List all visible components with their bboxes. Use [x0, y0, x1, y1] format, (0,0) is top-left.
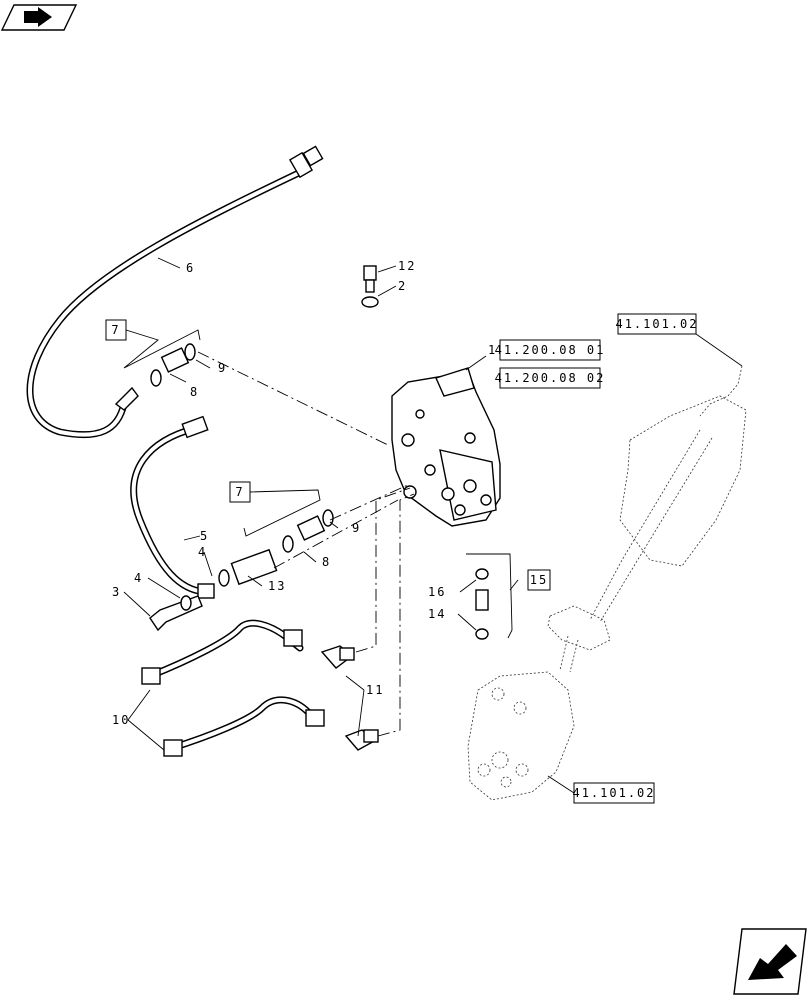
next-page-arrow-icon[interactable] — [733, 928, 807, 995]
label-3: 3 — [112, 585, 121, 599]
steering-valve-1 — [391, 367, 501, 527]
label-4a: 4 — [198, 545, 207, 559]
ref-orbitrol: 41.101.02 — [572, 786, 655, 800]
kit-box-7-upper: 7 — [105, 319, 127, 341]
kit-box-15: 15 — [527, 569, 551, 591]
ref-box-valve-1[interactable]: 41.200.08 01 — [495, 339, 606, 361]
back-arrow-icon[interactable] — [0, 4, 78, 31]
svg-text:7: 7 — [235, 485, 244, 499]
bolt-12 — [361, 265, 379, 308]
label-16: 16 — [428, 585, 446, 599]
label-8a: 8 — [190, 385, 199, 399]
label-6: 6 — [186, 261, 195, 275]
elbow-11-lower — [344, 729, 379, 751]
label-10: 10 — [112, 713, 130, 727]
label-5: 5 — [200, 529, 209, 543]
ref-valve-1: 41.200.08 01 — [495, 343, 606, 357]
hose-6 — [26, 145, 324, 439]
hose-10-lower — [163, 696, 325, 757]
ref-valve-2: 41.200.08 02 — [495, 371, 606, 385]
ref-column: 41.101.02 — [615, 317, 698, 331]
part-labels: 6 9 8 9 8 13 5 4 4 3 10 11 1 12 2 16 14 — [112, 259, 497, 727]
label-9a: 9 — [218, 361, 227, 375]
seal-kit-15-parts — [466, 553, 513, 640]
kit-box-7-lower: 7 — [229, 481, 251, 503]
hose-5 — [130, 415, 215, 599]
adapter-13 — [218, 548, 278, 587]
label-9b: 9 — [352, 521, 361, 535]
fitting-lower — [282, 509, 334, 553]
label-13: 13 — [268, 579, 286, 593]
label-8b: 8 — [322, 555, 331, 569]
ref-box-orbitrol[interactable]: 41.101.02 — [572, 782, 655, 804]
ref-box-column[interactable]: 41.101.02 — [615, 313, 698, 335]
label-4b: 4 — [134, 571, 143, 585]
assembly-lines — [197, 351, 415, 737]
label-2: 2 — [398, 279, 407, 293]
kit-brackets — [123, 329, 321, 537]
label-12: 12 — [398, 259, 416, 273]
steering-column — [547, 365, 747, 673]
label-1: 1 — [488, 343, 497, 357]
fitting-upper — [150, 343, 196, 387]
svg-text:7: 7 — [111, 323, 120, 337]
elbow-11-upper — [320, 645, 355, 669]
bolt-3 — [149, 595, 203, 632]
leader-lines — [123, 257, 743, 794]
ref-box-valve-2[interactable]: 41.200.08 02 — [495, 367, 606, 389]
label-14: 14 — [428, 607, 446, 621]
svg-text:15: 15 — [530, 573, 548, 587]
hose-10-upper — [141, 619, 304, 685]
orbitrol-unit — [467, 671, 575, 801]
label-11: 11 — [366, 683, 384, 697]
